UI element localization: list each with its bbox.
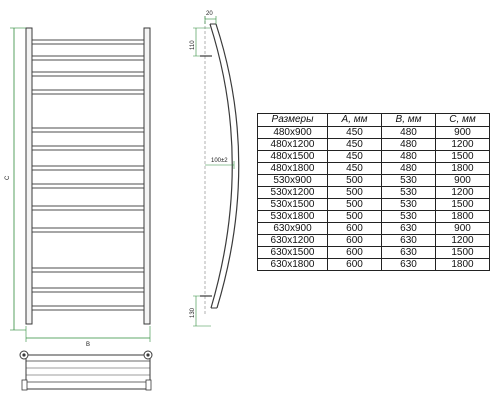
side-profile-inner — [215, 23, 240, 309]
cross-bar — [31, 145, 145, 151]
cross-bar — [31, 287, 145, 293]
table-cell: 450 — [327, 138, 382, 151]
table-cell: 480 — [381, 150, 436, 163]
table-cell: 480 — [381, 162, 436, 175]
height-label: C — [5, 175, 11, 180]
dim-offset: 100±2 — [211, 158, 228, 164]
cross-bar — [31, 305, 145, 311]
table-header-row: Размеры A, мм B, мм C, мм — [257, 113, 490, 127]
table-cell: 630 — [381, 246, 436, 259]
table-cell: 450 — [327, 162, 382, 175]
table-cell: 630x900 — [257, 222, 328, 235]
cross-bar — [31, 89, 145, 95]
cross-bar — [31, 165, 145, 171]
table-cell: 500 — [327, 174, 382, 187]
table-cell: 900 — [435, 174, 490, 187]
table-cell: 900 — [435, 126, 490, 139]
table-cell: 530x1800 — [257, 210, 328, 223]
table-cell: 530 — [381, 198, 436, 211]
cross-bar — [31, 39, 145, 45]
table-cell: 900 — [435, 222, 490, 235]
left-post — [25, 27, 33, 325]
cross-bar — [31, 71, 145, 77]
table-cell: 1500 — [435, 150, 490, 163]
table-cell: 480 — [381, 138, 436, 151]
table-cell: 500 — [327, 186, 382, 199]
table-cell: 500 — [327, 210, 382, 223]
dim-top-width: 20 — [206, 11, 213, 17]
table-cell: 480x900 — [257, 126, 328, 139]
table-cell: 480x1800 — [257, 162, 328, 175]
cross-bar — [31, 55, 145, 61]
bottom-view — [19, 350, 153, 391]
right-post — [143, 27, 151, 325]
table-cell: 1200 — [435, 138, 490, 151]
table-cell: 630 — [381, 222, 436, 235]
dim-bottom-height: 130 — [190, 307, 196, 318]
table-cell: 630 — [381, 258, 436, 271]
table-cell: 600 — [327, 234, 382, 247]
width-dimension: B — [25, 326, 151, 348]
table-cell: 530x1500 — [257, 198, 328, 211]
table-cell: 530 — [381, 186, 436, 199]
table-cell: 600 — [327, 258, 382, 271]
table-cell: 600 — [327, 246, 382, 259]
table-cell: 630x1500 — [257, 246, 328, 259]
table-cell: 1500 — [435, 246, 490, 259]
table-cell: 1800 — [435, 210, 490, 223]
cross-bar — [31, 205, 145, 211]
header-c: C, мм — [435, 113, 490, 127]
width-label: B — [86, 342, 90, 348]
table-cell: 530x900 — [257, 174, 328, 187]
table-cell: 630x1800 — [257, 258, 328, 271]
table-cell: 1200 — [435, 186, 490, 199]
cross-bar — [31, 267, 145, 273]
height-dimension: C — [5, 27, 26, 331]
table-cell: 480 — [381, 126, 436, 139]
cross-bar — [31, 183, 145, 189]
table-cell: 530 — [381, 174, 436, 187]
table-cell: 480x1500 — [257, 150, 328, 163]
dim-top-height: 110 — [190, 40, 196, 50]
header-sizes: Размеры — [257, 113, 328, 127]
table-cell: 630 — [381, 234, 436, 247]
table-cell: 480x1200 — [257, 138, 328, 151]
header-b: B, мм — [381, 113, 436, 127]
table-cell: 450 — [327, 150, 382, 163]
side-profile-outer — [209, 23, 233, 309]
cross-bar — [31, 127, 145, 133]
table-cell: 1200 — [435, 234, 490, 247]
side-view: 20 110 100±2 130 — [190, 11, 240, 327]
header-a: A, мм — [327, 113, 382, 127]
front-view — [25, 27, 151, 325]
cross-bars — [31, 39, 145, 311]
cross-bar — [31, 227, 145, 233]
table-cell: 600 — [327, 222, 382, 235]
table-cell: 1800 — [435, 258, 490, 271]
table-cell: 530 — [381, 210, 436, 223]
table-cell: 500 — [327, 198, 382, 211]
table-cell: 530x1200 — [257, 186, 328, 199]
table-cell: 1800 — [435, 162, 490, 175]
table-cell: 630x1200 — [257, 234, 328, 247]
table-cell: 1500 — [435, 198, 490, 211]
table-cell: 450 — [327, 126, 382, 139]
